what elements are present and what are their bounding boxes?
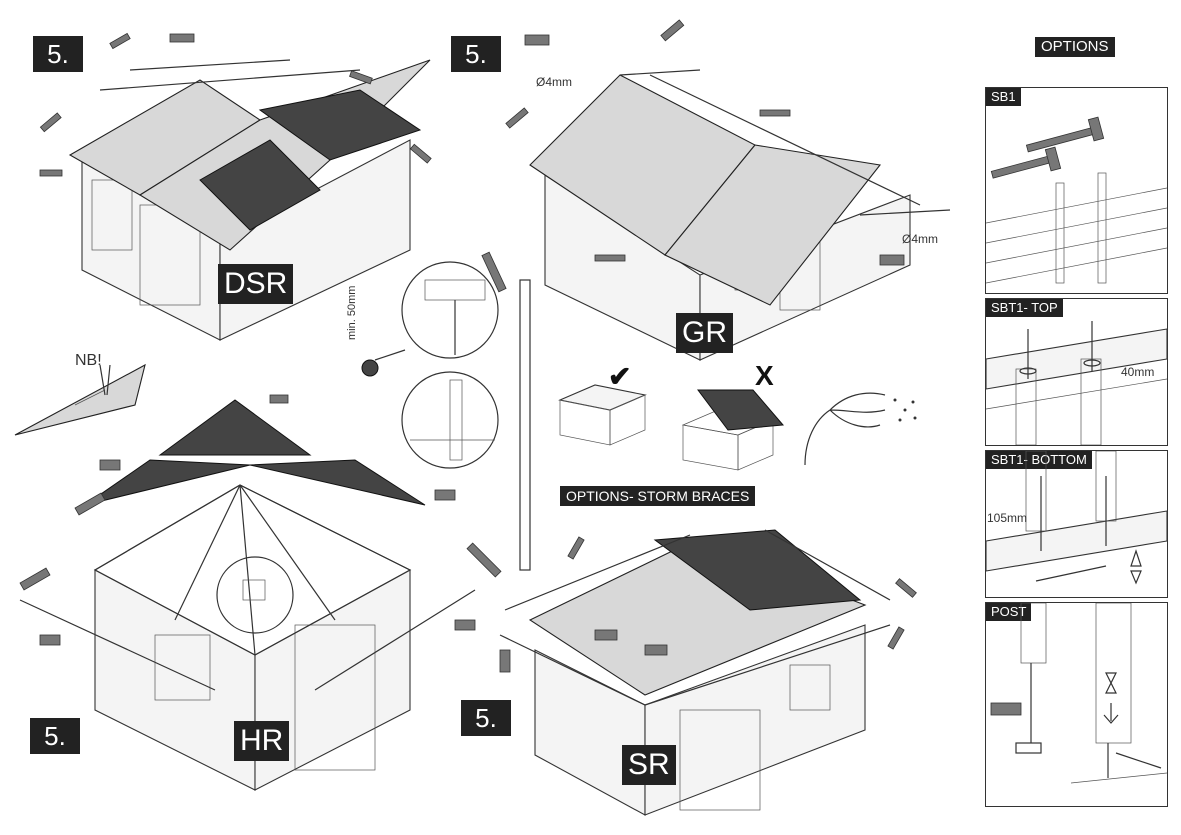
option-panel-post: POST	[985, 602, 1168, 807]
step-number-gr: 5.	[451, 36, 501, 72]
post-detail	[990, 603, 1167, 784]
option-panel-sbt1-top: SBT1- TOP 40mm	[985, 298, 1168, 446]
option-tag-post: POST	[986, 603, 1032, 621]
storm-braces-title: OPTIONS- STORM BRACES	[560, 486, 756, 506]
min-50mm-label: min. 50mm	[346, 285, 358, 340]
sb1-detail	[986, 116, 1167, 284]
storm-brace-detail	[361, 251, 531, 578]
sbt1-top-detail	[986, 321, 1167, 445]
nb-warning-label: NB!	[75, 352, 102, 369]
options-title: OPTIONS	[1035, 37, 1115, 57]
wind-tree-icon	[804, 392, 917, 466]
model-label-dsr: DSR	[218, 264, 294, 304]
sbt1-top-dim-label: 40mm	[1121, 365, 1155, 379]
sbt1-bottom-detail	[986, 451, 1167, 585]
option-tag-sb1: SB1	[986, 88, 1021, 106]
wrong-roof-illustration	[681, 389, 785, 471]
nb-roof-panel-detail	[14, 363, 146, 436]
hr-shed-illustration	[19, 394, 476, 791]
option-panel-sbt1-bottom: SBT1- BOTTOM 105mm	[985, 450, 1168, 598]
sbt1-bottom-dim-label: 105mm	[987, 511, 1028, 525]
step-number-sr: 5.	[461, 700, 511, 736]
option-panel-sb1: SB1	[985, 87, 1168, 294]
option-tag-sbt1-bottom: SBT1- BOTTOM	[986, 451, 1092, 469]
drill-size-label-side: Ø4mm	[902, 232, 938, 246]
correct-box-illustration	[558, 384, 647, 446]
drill-size-label-top: Ø4mm	[536, 75, 572, 89]
check-mark-icon: ✔	[608, 361, 632, 392]
dsr-shed-illustration	[39, 32, 432, 341]
step-number-hr: 5.	[30, 718, 80, 754]
gr-shed-illustration	[505, 19, 951, 361]
cross-mark-icon: X	[755, 360, 774, 391]
model-label-hr: HR	[234, 721, 290, 761]
model-label-sr: SR	[622, 745, 676, 785]
step-number-dsr: 5.	[33, 36, 83, 72]
option-tag-sbt1-top: SBT1- TOP	[986, 299, 1063, 317]
sr-shed-illustration	[499, 529, 917, 816]
model-label-gr: GR	[676, 313, 733, 353]
